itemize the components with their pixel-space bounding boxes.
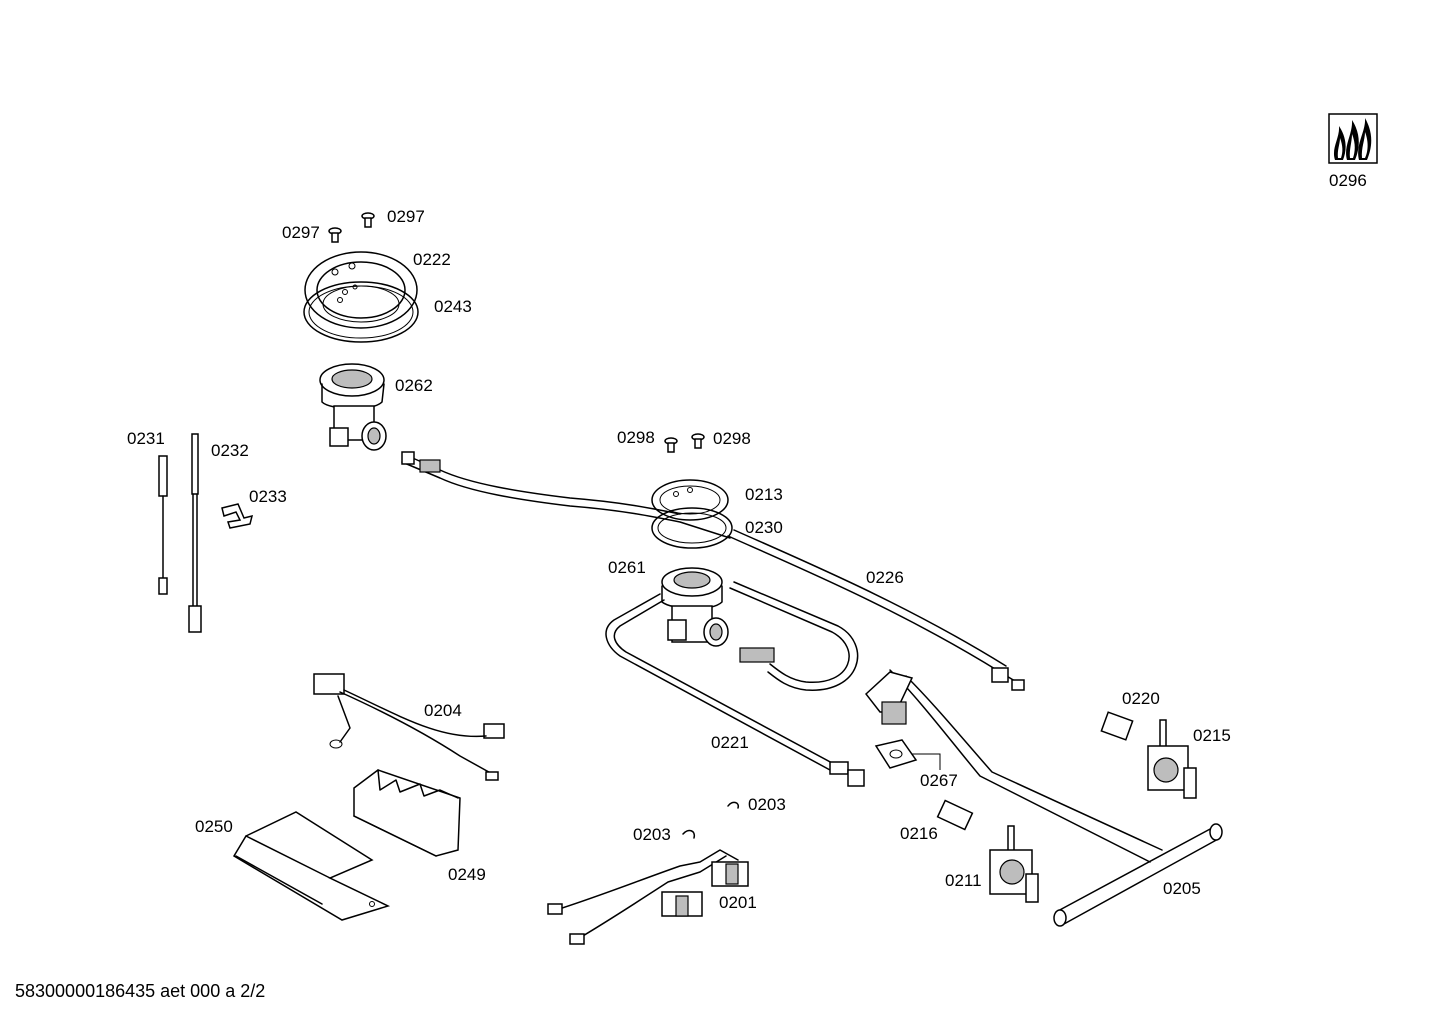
clip-0203-b [682, 829, 696, 839]
label-0205: 0205 [1163, 879, 1201, 898]
bracket-0249 [353, 769, 461, 857]
label-0211: 0211 [945, 871, 982, 890]
burner-body-0262 [319, 363, 387, 451]
cover-plate-0250 [232, 811, 391, 921]
gas-tube-0226 [727, 529, 1025, 691]
label-0262: 0262 [395, 376, 433, 395]
label-0261: 0261 [608, 558, 646, 577]
gas-valve-0215 [1147, 719, 1197, 799]
gas-tube-upper [401, 451, 731, 539]
ignition-electrode-0231 [158, 455, 168, 595]
label-0250: 0250 [195, 817, 233, 836]
screw-0298-b [691, 433, 705, 449]
label-0204: 0204 [424, 701, 462, 720]
label-0233: 0233 [249, 487, 287, 506]
seal-ring-0230 [651, 507, 733, 549]
ignition-switch-0201 [547, 849, 749, 945]
injector-0216 [936, 799, 974, 831]
label-0231: 0231 [127, 429, 165, 448]
label-0243: 0243 [434, 297, 472, 316]
label-0298-b: 0298 [713, 429, 751, 448]
seal-ring-0243 [303, 281, 419, 343]
gas-tube-0221 [605, 581, 865, 787]
label-0232: 0232 [211, 441, 249, 460]
label-0230: 0230 [745, 518, 783, 537]
label-0203-a: 0203 [748, 795, 786, 814]
document-id: 58300000186435 aet 000 a 2/2 [15, 981, 266, 1001]
gas-flame-icon [1328, 113, 1378, 164]
label-0222: 0222 [413, 250, 451, 269]
burner-crown-0213 [651, 479, 729, 521]
label-0220: 0220 [1122, 689, 1160, 708]
thermocouple-0232 [188, 433, 202, 633]
injector-0220 [1100, 711, 1134, 741]
burner-body-0261 [661, 567, 729, 647]
clip-0203-a [727, 801, 740, 809]
label-0296: 0296 [1329, 171, 1367, 190]
gas-manifold-0205 [864, 669, 1223, 927]
gasket-0267 [874, 739, 941, 770]
screw-0297-a [328, 227, 342, 243]
gas-valve-0211 [989, 825, 1039, 903]
label-0216: 0216 [900, 824, 938, 843]
screw-0297-b [361, 212, 375, 228]
label-0215: 0215 [1193, 726, 1231, 745]
label-0298-a: 0298 [617, 428, 655, 447]
screw-0298-a [664, 437, 678, 453]
label-0249: 0249 [448, 865, 486, 884]
label-0221: 0221 [711, 733, 749, 752]
label-0213: 0213 [745, 485, 783, 504]
label-0297-a: 0297 [282, 223, 320, 242]
label-0201: 0201 [719, 893, 757, 912]
wiring-harness-0204 [313, 673, 505, 781]
clip-0233 [221, 503, 254, 529]
label-0267: 0267 [920, 771, 958, 790]
label-0203-b: 0203 [633, 825, 671, 844]
label-0226: 0226 [866, 568, 904, 587]
label-0297-b: 0297 [387, 207, 425, 226]
